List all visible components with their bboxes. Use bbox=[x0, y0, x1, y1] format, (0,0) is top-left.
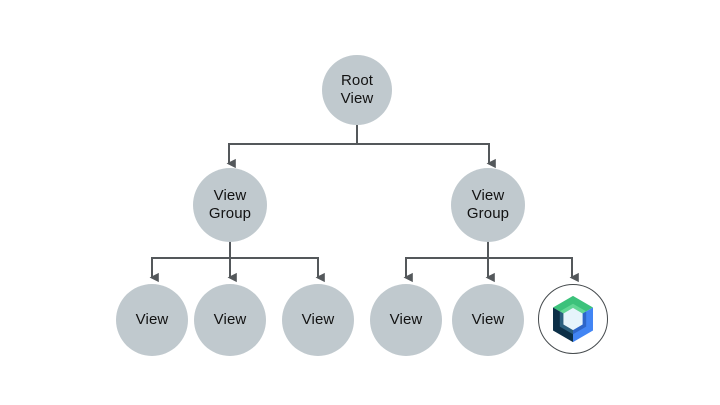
node-label: Root View bbox=[340, 72, 374, 107]
connector-left-rail bbox=[149, 257, 325, 283]
node-label: View bbox=[213, 311, 247, 328]
node-label: View bbox=[471, 311, 505, 328]
connector-right-rail bbox=[403, 257, 579, 283]
node-view-right-2: View bbox=[452, 284, 524, 356]
node-label: View bbox=[389, 311, 423, 328]
node-label: View bbox=[301, 311, 335, 328]
node-root-view: Root View bbox=[322, 55, 392, 125]
node-label: View Group bbox=[466, 187, 510, 222]
node-view-group-right: View Group bbox=[451, 168, 525, 242]
node-view-left-2: View bbox=[194, 284, 266, 356]
node-view-left-1: View bbox=[116, 284, 188, 356]
node-label: View Group bbox=[208, 187, 252, 222]
node-view-group-left: View Group bbox=[193, 168, 267, 242]
jetpack-compose-icon bbox=[553, 295, 593, 343]
connector-top-rail bbox=[226, 143, 496, 169]
node-label: View bbox=[135, 311, 169, 328]
node-view-left-3: View bbox=[282, 284, 354, 356]
node-compose bbox=[538, 284, 608, 354]
node-view-right-1: View bbox=[370, 284, 442, 356]
